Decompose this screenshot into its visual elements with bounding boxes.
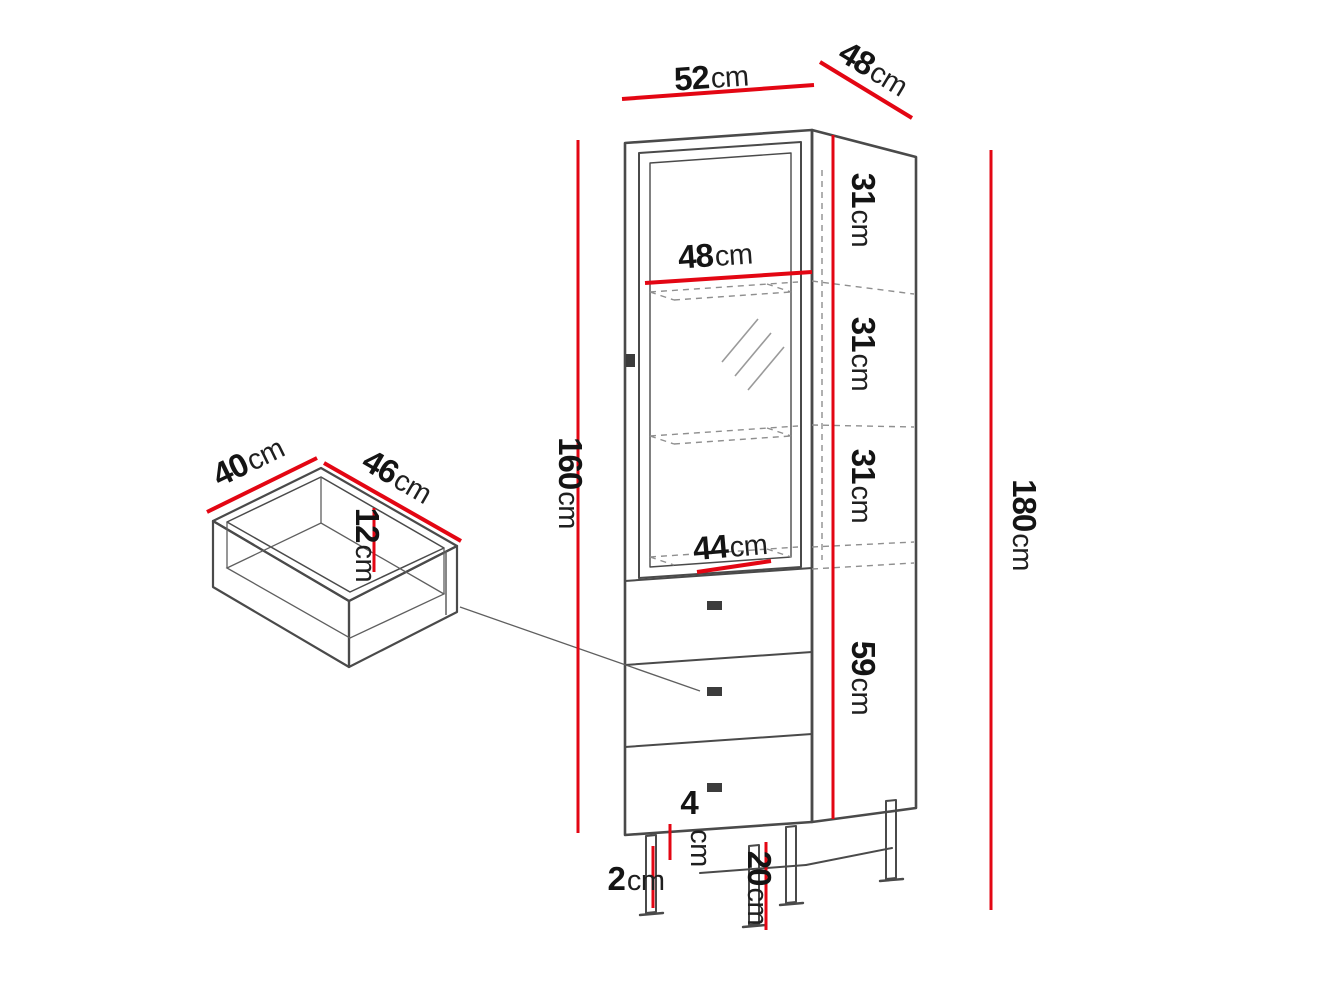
drawer-handle-icon — [707, 687, 722, 696]
dim-line-drawer-depth — [206, 456, 318, 514]
drawer-handle-icon — [707, 783, 722, 792]
drawer-handle-icon — [707, 601, 722, 610]
dim-label-section-3: 31cm — [845, 449, 882, 523]
glass-reflection-icon — [721, 318, 759, 363]
glass-reflection-icon — [747, 346, 785, 391]
leg-front-left — [645, 834, 657, 914]
dim-label-shelf-width: 48cm — [677, 233, 754, 275]
dim-label-cabinet-width: 52cm — [673, 55, 750, 97]
dim-label-drawer-width: 46cm — [356, 441, 439, 510]
drawer-detail — [211, 466, 701, 692]
dim-line-cabinet-depth — [818, 60, 914, 120]
shelf-dashed-line — [649, 556, 675, 566]
hidden-shelf-lines — [649, 170, 915, 570]
shelf-dashed-line-side — [811, 280, 915, 295]
leg-back-left — [748, 844, 760, 926]
drawer-inner-bottom — [225, 522, 446, 639]
dimension-lines — [206, 60, 993, 930]
dim-line-shelf-width — [644, 270, 813, 285]
leg-stretcher-bar — [805, 847, 893, 866]
drawer-divider-1 — [624, 651, 813, 666]
legs — [638, 799, 905, 929]
drawer-front-face — [211, 519, 351, 669]
leg-foot — [878, 877, 905, 883]
door-handle-icon — [626, 354, 635, 367]
shelf-dashed-line — [649, 281, 799, 293]
leader-line — [459, 606, 701, 692]
shelf-dashed-line — [649, 435, 675, 445]
leg-front-right — [785, 825, 797, 904]
shelf-dashed-line — [766, 548, 792, 558]
dim-label-total-height: 180cm — [1006, 479, 1043, 571]
leg-stretcher-bar — [699, 864, 807, 874]
dim-label-body-height: 160cm — [552, 437, 589, 529]
dim-line-cabinet-width — [621, 83, 815, 101]
dim-label-bottom-shelf-width: 44cm — [691, 524, 768, 567]
shelf-dashed-line — [673, 435, 792, 445]
dim-line-bottom-shelf-width — [696, 559, 772, 574]
glass-door-frame-outer — [638, 141, 802, 579]
cabinet — [623, 128, 918, 837]
dim-label-drawer-depth: 40cm — [206, 428, 289, 494]
dim-label-section-2: 31cm — [845, 317, 882, 391]
shelf-dashed-line-side — [811, 562, 915, 570]
dim-label-drawer-section-height: 59cm — [845, 641, 882, 715]
dim-label-section-1: 31cm — [845, 173, 882, 247]
shelf-dashed-line — [673, 291, 792, 301]
dim-line-drawer-width — [323, 461, 462, 543]
shelf-dashed-line-side — [811, 424, 915, 428]
drawer-divider-2 — [624, 733, 813, 748]
shelf-dashed-line — [649, 546, 799, 558]
shelf-dashed-line — [649, 291, 675, 301]
shelf-dashed-line — [649, 425, 799, 437]
cabinet-front-face — [623, 128, 814, 837]
leg-foot — [778, 901, 805, 907]
dim-label-leg-height: 20cm — [741, 851, 778, 925]
dim-label-leg-thickness: 2cm — [607, 860, 664, 897]
leg-back-right — [885, 799, 897, 880]
carcass-divider — [624, 567, 813, 582]
shelf-dashed-line-side — [811, 541, 915, 548]
leg-foot — [638, 911, 665, 917]
dim-label-leg-inset-value: 4 — [680, 784, 699, 821]
drawer-side-face — [347, 544, 459, 669]
shelf-dashed-line — [766, 427, 792, 437]
dim-label-drawer-height: 12cm — [349, 508, 386, 582]
leg-foot — [741, 923, 768, 929]
cabinet-side-face — [810, 128, 918, 824]
glass-door-frame-inner — [649, 152, 792, 568]
glass-reflection-icon — [734, 332, 772, 377]
shelf-dashed-line — [766, 283, 792, 293]
dim-label-leg-inset-unit: cm — [684, 829, 716, 867]
